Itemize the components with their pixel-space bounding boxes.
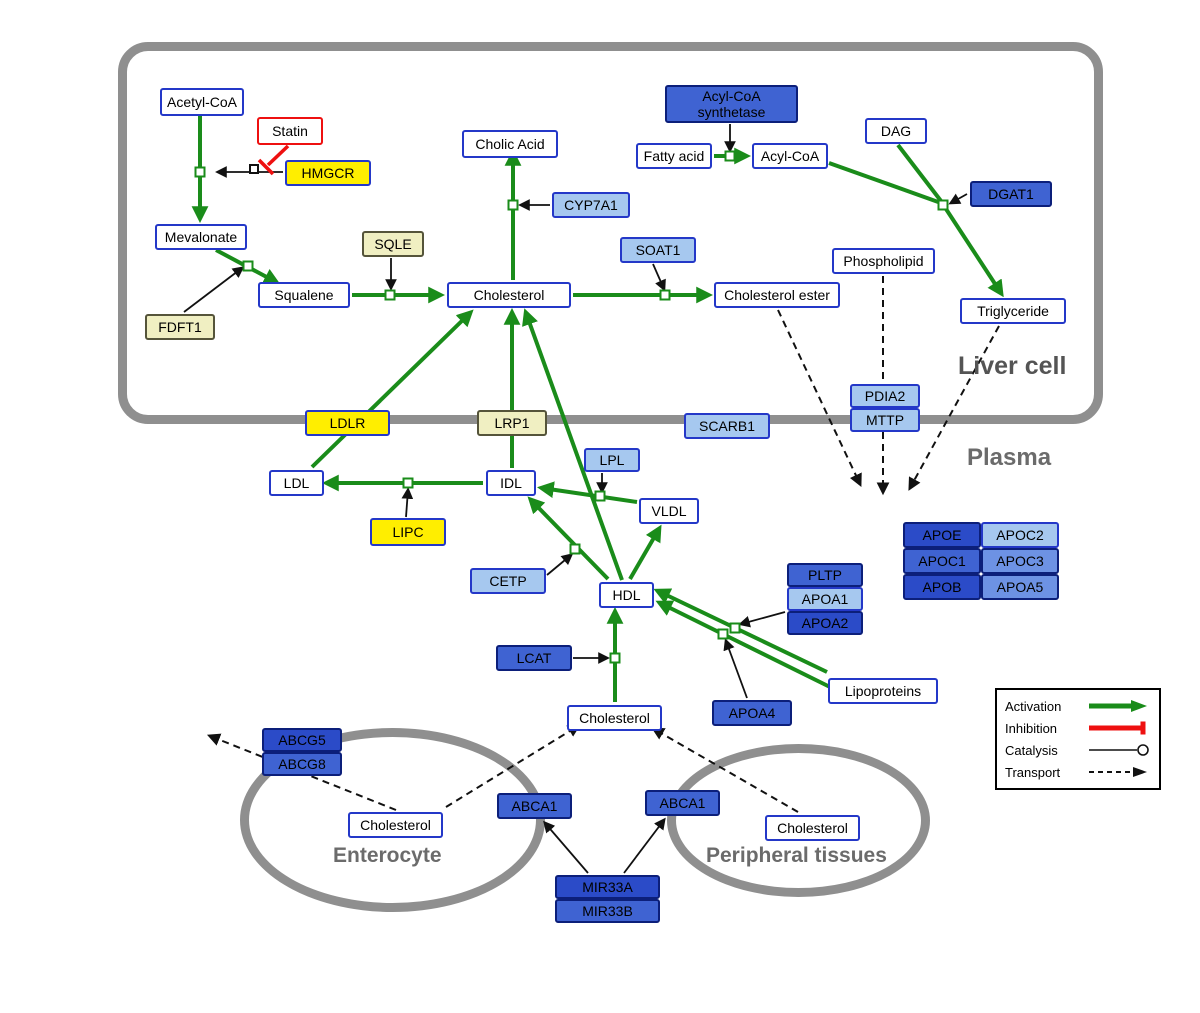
node-lipc[interactable]: LIPC — [370, 518, 446, 546]
peripheral-tissues-label: Peripheral tissues — [706, 844, 887, 867]
liver-cell-label: Liver cell — [958, 352, 1067, 380]
node-abca1-peripheral[interactable]: ABCA1 — [645, 790, 720, 816]
node-cholesterol-plasma[interactable]: Cholesterol — [567, 705, 662, 731]
node-sqle[interactable]: SQLE — [362, 231, 424, 257]
node-lipoproteins[interactable]: Lipoproteins — [828, 678, 938, 704]
node-ldlr[interactable]: LDLR — [305, 410, 390, 436]
node-ldl[interactable]: LDL — [269, 470, 324, 496]
liver-cell-compartment — [118, 42, 1103, 424]
enterocyte-label: Enterocyte — [333, 844, 442, 867]
node-abcg8[interactable]: ABCG8 — [262, 752, 342, 776]
node-apob[interactable]: APOB — [903, 574, 981, 600]
node-lcat[interactable]: LCAT — [496, 645, 572, 671]
node-abcg5[interactable]: ABCG5 — [262, 728, 342, 752]
legend: Activation Inhibition Catalysis Transpor… — [995, 688, 1161, 790]
node-hdl[interactable]: HDL — [599, 582, 654, 608]
peripheral-tissues-compartment — [667, 744, 930, 897]
node-dgat1[interactable]: DGAT1 — [970, 181, 1052, 207]
node-dag[interactable]: DAG — [865, 118, 927, 144]
node-cetp[interactable]: CETP — [470, 568, 546, 594]
node-apoc3[interactable]: APOC3 — [981, 548, 1059, 574]
node-squalene[interactable]: Squalene — [258, 282, 350, 308]
node-apoe[interactable]: APOE — [903, 522, 981, 548]
node-scarb1[interactable]: SCARB1 — [684, 413, 770, 439]
node-pltp[interactable]: PLTP — [787, 563, 863, 587]
plasma-label: Plasma — [967, 444, 1052, 471]
activation-arrow-icon — [1089, 700, 1147, 712]
legend-row-inhibition: Inhibition — [1005, 717, 1151, 739]
node-mevalonate[interactable]: Mevalonate — [155, 224, 247, 250]
node-cholesterol-enterocyte[interactable]: Cholesterol — [348, 812, 443, 838]
node-cholesterol-peripheral[interactable]: Cholesterol — [765, 815, 860, 841]
node-cholesterol-liver[interactable]: Cholesterol — [447, 282, 571, 308]
legend-inhibition-label: Inhibition — [1005, 720, 1058, 736]
node-lpl[interactable]: LPL — [584, 448, 640, 472]
catalysis-circle-icon — [1089, 744, 1149, 756]
transport-dashed-arrow-icon — [1089, 767, 1147, 777]
enterocyte-compartment — [240, 728, 545, 912]
legend-activation-label: Activation — [1005, 698, 1062, 714]
node-apoa5[interactable]: APOA5 — [981, 574, 1059, 600]
node-statin[interactable]: Statin — [257, 117, 323, 145]
node-pdia2[interactable]: PDIA2 — [850, 384, 920, 408]
node-idl[interactable]: IDL — [486, 470, 536, 496]
node-mir33b[interactable]: MIR33B — [555, 899, 660, 923]
legend-transport-label: Transport — [1005, 764, 1061, 780]
legend-row-transport: Transport — [1005, 761, 1151, 783]
legend-row-catalysis: Catalysis — [1005, 739, 1151, 761]
legend-row-activation: Activation — [1005, 695, 1151, 717]
node-hmgcr[interactable]: HMGCR — [285, 160, 371, 186]
node-apoc1[interactable]: APOC1 — [903, 548, 981, 574]
node-acyl-coa[interactable]: Acyl-CoA — [752, 143, 828, 169]
node-apoc2[interactable]: APOC2 — [981, 522, 1059, 548]
node-acetyl-coa[interactable]: Acetyl-CoA — [160, 88, 244, 116]
node-cholic-acid[interactable]: Cholic Acid — [462, 130, 558, 158]
node-cholesterol-ester[interactable]: Cholesterol ester — [714, 282, 840, 308]
node-triglyceride[interactable]: Triglyceride — [960, 298, 1066, 324]
node-mir33a[interactable]: MIR33A — [555, 875, 660, 899]
node-phospholipid[interactable]: Phospholipid — [832, 248, 935, 274]
node-lrp1[interactable]: LRP1 — [477, 410, 547, 436]
node-mttp[interactable]: MTTP — [850, 408, 920, 432]
inhibition-tbar-icon — [1089, 721, 1146, 735]
node-apoa2[interactable]: APOA2 — [787, 611, 863, 635]
node-cyp7a1[interactable]: CYP7A1 — [552, 192, 630, 218]
node-apoa1[interactable]: APOA1 — [787, 587, 863, 611]
legend-catalysis-label: Catalysis — [1005, 742, 1058, 758]
node-vldl[interactable]: VLDL — [639, 498, 699, 524]
node-abca1-enterocyte[interactable]: ABCA1 — [497, 793, 572, 819]
node-fatty-acid[interactable]: Fatty acid — [636, 143, 712, 169]
node-apoa4[interactable]: APOA4 — [712, 700, 792, 726]
node-acyl-coa-synthetase[interactable]: Acyl-CoA synthetase — [665, 85, 798, 123]
node-soat1[interactable]: SOAT1 — [620, 237, 696, 263]
node-fdft1[interactable]: FDFT1 — [145, 314, 215, 340]
